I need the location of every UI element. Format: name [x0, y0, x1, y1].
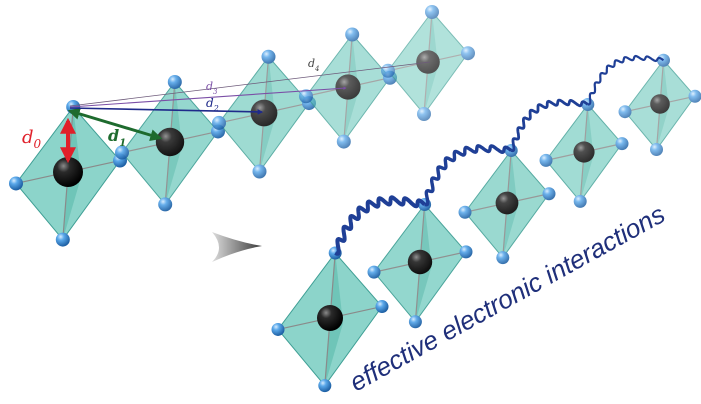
ligand-atom — [158, 197, 173, 212]
octahedron — [618, 53, 701, 156]
octahedron — [115, 75, 225, 212]
metal-atom — [407, 249, 433, 275]
octahedron — [299, 27, 397, 149]
ligand-atom — [375, 300, 389, 314]
interaction-spring — [510, 98, 589, 153]
d0-label: d0 — [22, 127, 42, 151]
interaction-spring — [587, 54, 665, 106]
ligand-atom — [425, 5, 439, 19]
d2-label: d2 — [206, 96, 219, 113]
octahedron — [212, 49, 316, 179]
ligand-atom — [318, 379, 332, 393]
ligand-atom — [367, 265, 381, 279]
ligand-atom — [9, 176, 23, 191]
d1-arrow — [67, 108, 163, 141]
bottom-octahedra-chain — [271, 53, 701, 393]
interaction-spring — [334, 195, 426, 256]
ligand-atom — [252, 164, 267, 179]
ligand-atom — [167, 75, 182, 89]
ligand-atom — [299, 89, 313, 104]
ligand-atom — [408, 315, 422, 329]
octahedron — [458, 144, 556, 265]
d3-arrow — [69, 86, 347, 108]
metal-atom — [573, 141, 595, 163]
ligand-atom — [573, 194, 587, 208]
metal-atom — [155, 127, 185, 157]
ligand-atom — [461, 46, 475, 61]
ligand-atom — [657, 53, 670, 67]
ligand-atom — [417, 107, 431, 121]
interaction-spring — [423, 144, 513, 207]
metal-atom — [250, 99, 278, 127]
d4-label: d4 — [308, 57, 320, 73]
ligand-atom — [650, 143, 663, 156]
ligand-atom — [688, 89, 701, 103]
octahedron — [381, 5, 475, 121]
ligand-atom — [459, 245, 473, 259]
ligand-atom — [618, 105, 632, 119]
ligand-atom — [212, 115, 226, 130]
ligand-atom — [381, 63, 395, 78]
d3-label: d3 — [206, 80, 218, 96]
metal-atom — [650, 94, 670, 114]
ligand-atom — [539, 153, 553, 167]
ligand-atom — [261, 49, 276, 64]
octahedron — [367, 198, 473, 329]
distance-arrows — [60, 61, 431, 164]
ligand-atom — [615, 137, 629, 151]
chevron-arrow-icon — [212, 232, 262, 262]
ligand-atom — [458, 205, 472, 219]
metal-atom — [317, 305, 343, 331]
d1-label: d1 — [108, 126, 126, 149]
d2-arrow — [69, 107, 264, 115]
ligand-atom — [345, 27, 360, 42]
ligand-atom — [542, 187, 556, 201]
octahedron — [271, 246, 389, 393]
metal-atom — [495, 191, 519, 215]
ligand-atom — [336, 134, 351, 149]
metal-atom — [53, 157, 83, 187]
octahedron — [539, 98, 629, 208]
ligand-atom — [55, 232, 70, 247]
metal-atom — [335, 74, 361, 100]
d4-arrow — [69, 61, 431, 107]
interaction-springs — [334, 54, 665, 256]
ligand-atom — [115, 145, 129, 160]
ligand-atom — [271, 322, 285, 336]
ligand-atom — [496, 251, 510, 265]
top-octahedra-chain — [9, 5, 475, 247]
